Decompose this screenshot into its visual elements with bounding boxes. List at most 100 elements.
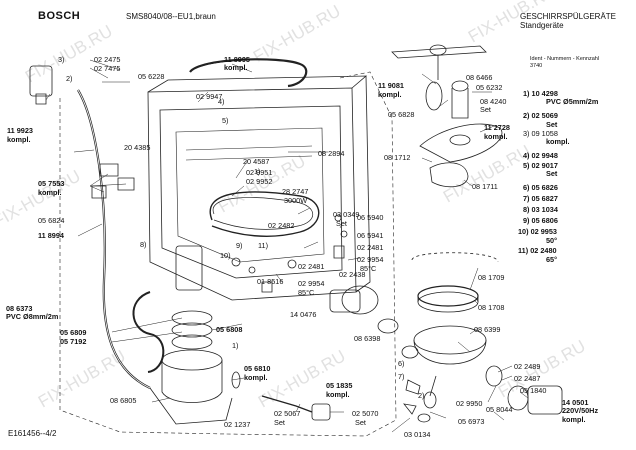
part-label: 05 7192 [60, 337, 87, 346]
legend-item: 3) 09 1058 [523, 129, 558, 138]
legend-item-desc: PVC Ø5mm/2m [546, 97, 599, 106]
part-label: 08 6805 [110, 396, 137, 405]
part-label-note: 85°C [298, 288, 315, 297]
part-label: 02 9954 [357, 255, 384, 264]
callout: 1) [254, 167, 261, 176]
part-label: 05 6808 [216, 325, 243, 334]
inlet-hose [78, 90, 150, 388]
part-label-note: 220V/50Hz [562, 406, 599, 415]
part-label: 02 2482 [268, 221, 295, 230]
callout: 6) [398, 359, 405, 368]
lower-spray-arm [420, 124, 502, 162]
part-label: 02 5067 [274, 409, 301, 418]
softener [176, 246, 202, 290]
part-label: 08 6466 [466, 73, 493, 82]
valve [30, 66, 52, 96]
brand-logo: BOSCH [38, 10, 81, 22]
part-label-note: kompl. [224, 63, 248, 72]
model-number: SMS8040/08--EU1,braun [126, 12, 216, 21]
part-label: 02 2481 [357, 243, 384, 252]
legend-item-desc: kompl. [546, 137, 570, 146]
callout: 2) [418, 391, 425, 400]
part-label: 05 8044 [486, 405, 513, 414]
part-label: 05 6810 [244, 364, 271, 373]
legend-item: 6) 05 6826 [523, 183, 558, 192]
legend-item: 7) 05 6827 [523, 194, 558, 203]
part-label: 28 2747 [282, 187, 309, 196]
part-label: 11 8994 [38, 231, 64, 240]
legend-item-desc: Set [546, 169, 558, 178]
part-label: 05 6809 [60, 328, 87, 337]
part-label: 05 6828 [388, 110, 415, 119]
part-label: 20 4385 [124, 143, 151, 152]
part-label: 08 1709 [478, 273, 505, 282]
ident-value: 3740 [530, 63, 543, 69]
base-outline [60, 98, 226, 434]
callout: 1) [232, 341, 239, 350]
legend-item: 11) 02 2480 [518, 246, 557, 255]
part-label: 11 2728 [484, 123, 510, 132]
top-hose [190, 59, 306, 86]
legend-item: 2) 02 5069 [523, 111, 558, 120]
part-label: 02 9951 [246, 168, 273, 177]
part-label: 06 5941 [357, 231, 384, 240]
legend-item-desc: 65° [546, 255, 558, 264]
legend-item: 10) 02 9953 [518, 227, 557, 236]
legend-item-desc: Set [546, 120, 558, 129]
part-label: 05 7553 [38, 179, 65, 188]
part-label-note: kompl. [244, 373, 268, 382]
part-label: 03 0349 [333, 210, 360, 219]
part-label: 08 1712 [384, 153, 411, 162]
part-label: 08 1711 [472, 182, 498, 191]
part-label: 06 5940 [357, 213, 384, 222]
part-label: 02 9950 [456, 399, 483, 408]
tub-body [148, 76, 370, 300]
part-label: 02 7475 [94, 64, 121, 73]
circulation-pump [330, 286, 418, 358]
callout: 8) [140, 240, 147, 249]
part-label: 02 9952 [246, 177, 273, 186]
part-label: 05 1835 [326, 381, 353, 390]
subcategory-title: Standgeräte [520, 21, 564, 30]
part-label: 3000W [284, 196, 308, 205]
spray-arm [392, 45, 486, 80]
part-label: 11 8995 [224, 55, 250, 64]
part-label: 01 8516 [257, 277, 284, 286]
part-label: 08 6399 [474, 325, 501, 334]
ident-label: Ident - Nummern - Kennzahl [530, 56, 600, 62]
door-outline [226, 72, 396, 436]
part-label: 05 6973 [458, 417, 485, 426]
part-label-note: 85°C [360, 264, 377, 273]
callout: 11) [258, 241, 269, 250]
part-label: 08 1708 [478, 303, 505, 312]
part-label: 08 6398 [354, 334, 381, 343]
part-label: 05 1840 [520, 386, 547, 395]
legend-item: 9) 05 6806 [523, 216, 558, 225]
part-label: 02 2475 [94, 55, 121, 64]
legend-item: 1) 10 4298 [523, 89, 558, 98]
part-label-note: kompl. [326, 390, 350, 399]
legend-item: 4) 02 9948 [523, 151, 558, 160]
part-label-note: PVC Ø8mm/2m [6, 312, 59, 321]
part-label: 08 2894 [318, 149, 345, 158]
part-label: 02 2487 [514, 374, 541, 383]
drawing-code: E161456--4/2 [8, 429, 57, 438]
callout: 5) [222, 116, 229, 125]
part-label: 20 4587 [243, 157, 270, 166]
part-label: 11 9081 [378, 81, 404, 90]
part-label-note: Set [274, 418, 285, 427]
callout: 4) [218, 97, 225, 106]
part-label: 11 9923 [7, 126, 33, 135]
part-label: 05 6824 [38, 216, 65, 225]
part-label: 03 0134 [404, 430, 431, 439]
callout: 3) [58, 55, 65, 64]
part-label-note: Set [336, 219, 347, 228]
callout: 7) [398, 372, 405, 381]
part-label-note: kompl. [7, 135, 31, 144]
part-label: 02 5070 [352, 409, 379, 418]
drain-hose [133, 292, 163, 372]
part-label: 14 0476 [290, 310, 317, 319]
part-label: 05 6228 [138, 72, 165, 81]
part-label-note: kompl. [378, 90, 402, 99]
